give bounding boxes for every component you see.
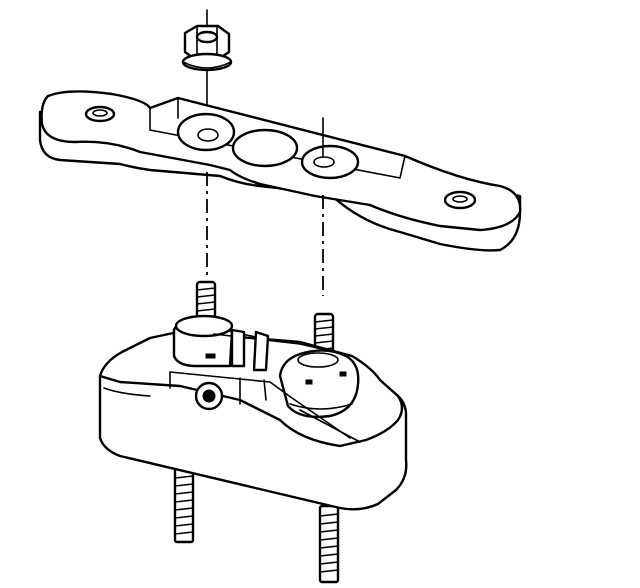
- lower-stud-right: [318, 504, 340, 584]
- lower-stud-left: [173, 466, 195, 544]
- engine-mount: [98, 314, 408, 511]
- alignment-lines: [206, 172, 324, 296]
- mount-bracket: [38, 90, 522, 252]
